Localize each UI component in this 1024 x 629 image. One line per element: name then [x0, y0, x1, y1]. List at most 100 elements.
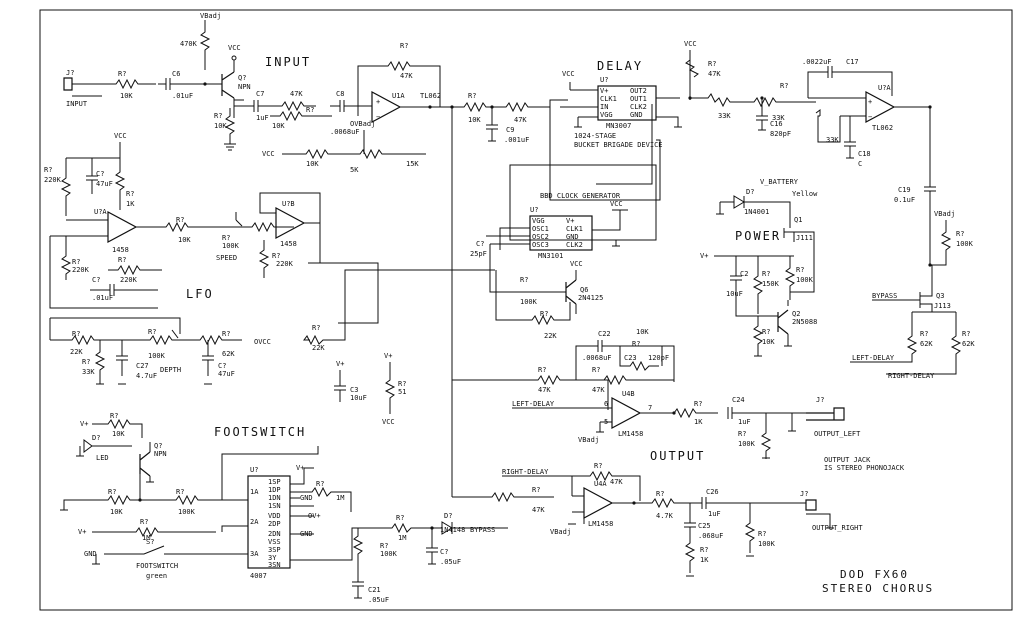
c23-value: 120pF	[648, 354, 669, 362]
c25pf-value: 25pF	[470, 250, 487, 258]
c7-value: 1uF	[256, 114, 269, 122]
left-delay-label: LEFT-DELAY	[512, 400, 555, 408]
vcc-q-label: VCC	[228, 44, 241, 52]
c-fs-value: .05uF	[440, 558, 461, 566]
q-npn-type: NPN	[238, 83, 251, 91]
cmos-pin-1dn: 1DN	[268, 494, 281, 502]
cmos-pin-3sp: 3SP	[268, 546, 281, 554]
ovcc-label: OVCC	[254, 338, 271, 346]
c47u-value: 47uF	[96, 180, 113, 188]
jack-in-label: J?	[66, 69, 74, 77]
q2-ref: Q2	[792, 310, 800, 318]
bypass-fs-label: BYPASS	[470, 526, 495, 534]
r10k-out-value: 10K	[636, 328, 649, 336]
vcc-q6: VCC	[570, 260, 583, 268]
r-delay-ref: R?	[708, 60, 716, 68]
c9-value: .001uF	[504, 136, 529, 144]
d-led-ref: D?	[92, 434, 100, 442]
c24-value: 1uF	[738, 418, 751, 426]
r220k-a-ref: R?	[44, 166, 52, 174]
c6-ref: C6	[172, 70, 180, 78]
vcc-delay: VCC	[684, 40, 697, 48]
s-fs-ref: S?	[146, 538, 154, 546]
mn3007-chip	[597, 85, 657, 121]
mn3101-pin-osc2: OSC2	[532, 233, 549, 241]
r100k-r-ref: R?	[956, 230, 964, 238]
c47u-b-ref: C?	[218, 362, 226, 370]
input-title: INPUT	[265, 55, 311, 69]
c16-ref: C16	[770, 120, 783, 128]
r10k-pw-ref: R?	[762, 328, 770, 336]
right-delay-label: RIGHT-DELAY	[502, 468, 549, 476]
q3-ref: Q3	[936, 292, 944, 300]
vplus-fs1: V+	[80, 420, 88, 428]
speed-label: SPEED	[216, 254, 237, 262]
footswitch-title: FOOTSWITCH	[214, 425, 306, 439]
cmos-pin-vdd: VDD	[268, 512, 281, 520]
r51-value: 51	[398, 388, 406, 396]
c2-value: 10uF	[726, 290, 743, 298]
c22-ref: C22	[598, 330, 611, 338]
r51-ref: R?	[398, 380, 406, 388]
r-input-ref: R?	[118, 70, 126, 78]
c18-value: C	[858, 160, 862, 168]
r47k-out2-value: 47K	[592, 386, 605, 394]
r62k-b-ref: R?	[962, 330, 970, 338]
q-npn-ref: Q?	[238, 74, 246, 82]
d-fs-ref: D?	[444, 512, 452, 520]
j111-label: J111	[796, 234, 813, 242]
vplus-cm: V+	[296, 464, 304, 472]
r1m-b-value: 1M	[398, 534, 406, 542]
lfo-title: LFO	[186, 287, 214, 301]
c6-value: .01uF	[172, 92, 193, 100]
r47k-c-value: 47K	[708, 70, 721, 78]
vcc-lfo: VCC	[114, 132, 127, 140]
mn3101-pin-vgg: VGG	[532, 217, 545, 225]
jack-o-left-ref: J?	[816, 396, 824, 404]
r1k-o2-value: 1K	[700, 556, 709, 564]
c3-value: 10uF	[350, 394, 367, 402]
r10k-c-value: 10K	[272, 122, 285, 130]
output-section: OUTPUT R? 47K C22 .0068uF 10K R? C23 120…	[452, 328, 905, 577]
mn3101-pin-gnd: GND	[566, 233, 579, 241]
r100k-fs-value: 100K	[178, 508, 196, 516]
cmos-pin-2dn: 2DN	[268, 530, 281, 538]
r1k-o2-ref: R?	[700, 546, 708, 554]
cmos-pin-3sn: 3SN	[268, 561, 281, 569]
r62k-c-value: 62K	[222, 350, 235, 358]
cmos-pin-1dp: 1DP	[268, 486, 281, 494]
u-lfo-b-ref: U?B	[282, 200, 295, 208]
r15k-value: 15K	[406, 160, 419, 168]
ovbadj-label: OVBadj	[350, 120, 375, 128]
footswitch-switch-label: FOOTSWITCH	[136, 562, 178, 570]
q-fs-ref: Q?	[154, 442, 162, 450]
mn3007-ref: U?	[600, 76, 608, 84]
r-fb-ref: R?	[400, 42, 408, 50]
out-left-label: OUTPUT_LEFT	[814, 430, 861, 438]
r150k-ref: R?	[762, 270, 770, 278]
r10k-fs2-value: 10K	[110, 508, 123, 516]
r100k-depth-value: 100K	[148, 352, 166, 360]
bypass-r-label: BYPASS	[872, 292, 897, 300]
yellow-label: Yellow	[792, 190, 818, 198]
left-delay-r-label: LEFT-DELAY	[852, 354, 895, 362]
c17-ref: C17	[846, 58, 859, 66]
d-1n4148-label: 1N4148	[440, 526, 465, 534]
cmos-part: 4007	[250, 572, 267, 580]
r10k-lfo-ref: R?	[176, 216, 184, 224]
r100k-q6-ref: R?	[520, 276, 528, 284]
r100k-o1-value: 100K	[738, 440, 756, 448]
r47k-out2-ref: R?	[592, 366, 600, 374]
u4b-ref: U4B	[622, 390, 635, 398]
r220k-d-ref: R?	[118, 256, 126, 264]
u2a-minus: −	[868, 113, 872, 121]
title-line1: DOD FX60	[840, 568, 909, 581]
r22k-c-ref: R?	[312, 324, 320, 332]
r220k-c-value: 220K	[72, 266, 90, 274]
c27-ref: C27	[136, 362, 149, 370]
c24-ref: C24	[732, 396, 745, 404]
r10k-d-value: 10K	[306, 160, 319, 168]
r47k-a-value: 47K	[290, 90, 303, 98]
r47k-o3-ref: R?	[532, 486, 540, 494]
led-label: LED	[96, 454, 109, 462]
